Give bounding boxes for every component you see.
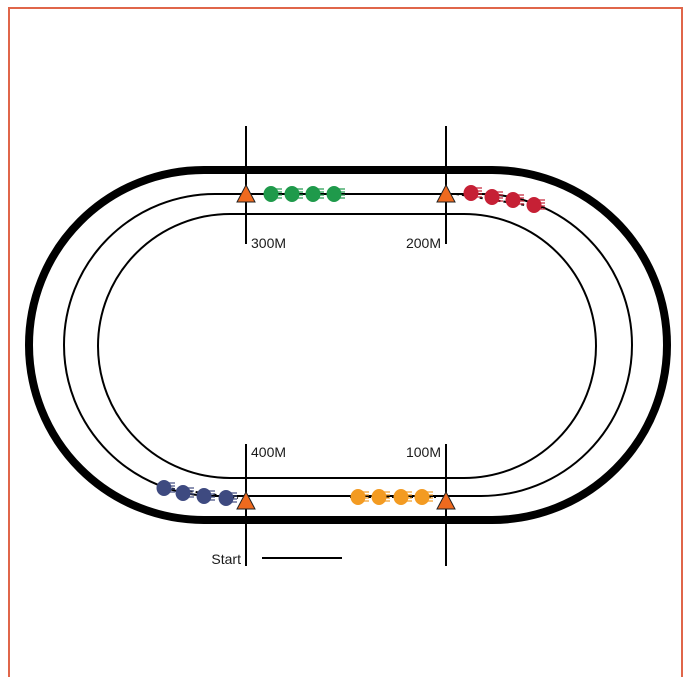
triangle-marker-200m: [436, 183, 456, 203]
label-400m: 400M: [251, 444, 286, 460]
label-100m: 100M: [406, 444, 441, 460]
label-200m: 200M: [406, 235, 441, 251]
triangle-marker-300m: [236, 183, 256, 203]
runner-head: [463, 185, 479, 201]
runner: [305, 186, 324, 202]
runner: [175, 485, 194, 501]
runner: [371, 489, 390, 505]
runner-head: [305, 186, 321, 202]
runner-groups: [156, 185, 545, 506]
runner-head: [371, 489, 387, 505]
runner-head: [156, 480, 172, 496]
runner-head: [326, 186, 342, 202]
track-lane-middle: [63, 193, 633, 497]
runner: [505, 192, 524, 208]
runner-head: [393, 489, 409, 505]
runner: [326, 186, 345, 202]
runner: [156, 480, 175, 496]
runner: [350, 489, 369, 505]
runner-group-red: [455, 185, 545, 213]
runner-head: [218, 490, 234, 506]
runner-group-blue: [156, 480, 239, 506]
track-outer: [25, 166, 671, 524]
runner: [484, 189, 503, 205]
runner: [218, 490, 237, 506]
runner-head: [505, 192, 521, 208]
runner: [526, 197, 545, 213]
triangle-marker-400m: [236, 490, 256, 510]
runner-head: [350, 489, 366, 505]
runner-head: [526, 197, 542, 213]
runner-head: [263, 186, 279, 202]
runner: [393, 489, 412, 505]
runner-head: [484, 189, 500, 205]
runner-head: [175, 485, 191, 501]
runner: [414, 489, 433, 505]
runner-head: [284, 186, 300, 202]
runner: [284, 186, 303, 202]
runner-head: [414, 489, 430, 505]
runner: [263, 186, 282, 202]
runner-group-green: [256, 186, 346, 202]
runner: [463, 185, 482, 201]
runner: [196, 488, 215, 504]
track-lane-inner: [97, 213, 597, 479]
runner-group-orange: [350, 489, 436, 505]
frame-border: [8, 7, 683, 677]
label-300m: 300M: [251, 235, 286, 251]
label-start: Start: [211, 551, 241, 567]
runner-head: [196, 488, 212, 504]
triangle-marker-100m: [436, 490, 456, 510]
